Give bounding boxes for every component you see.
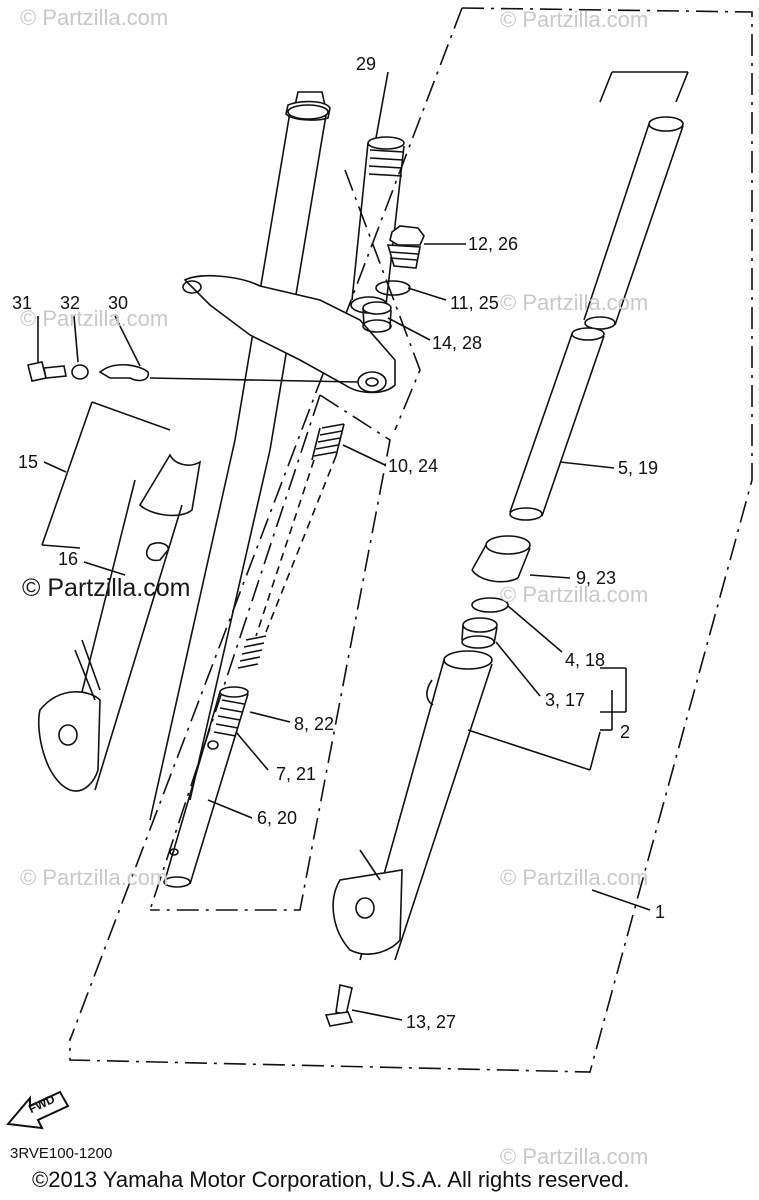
- callout-9-23: 9, 23: [576, 568, 617, 588]
- callout-15: 15: [18, 452, 39, 472]
- callout-14-28: 14, 28: [432, 333, 483, 353]
- callout-12-26: 12, 26: [468, 234, 519, 254]
- snap-ring: [471, 597, 509, 613]
- damper-rod: [163, 686, 249, 888]
- fwd-arrow-icon: [6, 1090, 70, 1130]
- callout-29: 29: [356, 54, 377, 74]
- watermark: © Partzilla.com: [500, 1144, 649, 1169]
- spring-connector: [255, 455, 337, 637]
- callout-10-24: 10, 24: [388, 456, 439, 476]
- callout-4-18: 4, 18: [565, 650, 606, 670]
- inner-tube-5: [509, 327, 605, 521]
- assembly-boundary-left: [69, 7, 463, 1041]
- watermark: © Partzilla.com: [500, 865, 649, 890]
- seal-3: [461, 617, 498, 649]
- callout-1: 1: [655, 902, 666, 922]
- washer-32: [71, 364, 89, 380]
- copyright: ©2013 Yamaha Motor Corporation, U.S.A. A…: [32, 1167, 630, 1192]
- inner-tube-upper: [583, 116, 684, 330]
- clip-30: [98, 364, 150, 382]
- oil-seal: [471, 535, 531, 583]
- callout-2: 2: [620, 722, 631, 742]
- callout-8-22: 8, 22: [294, 714, 335, 734]
- drain-bolt: [324, 984, 354, 1027]
- callout-6-20: 6, 20: [257, 808, 298, 828]
- callout-16: 16: [58, 549, 79, 569]
- callout-5-19: 5, 19: [618, 458, 659, 478]
- outer-tube-right: [332, 650, 493, 961]
- watermark: © Partzilla.com: [500, 290, 649, 315]
- callout-13-27: 13, 27: [406, 1012, 457, 1032]
- fill-group-boundary: [344, 169, 421, 431]
- assembly-boundary: [69, 7, 753, 1073]
- outer-tube-left: [38, 91, 331, 821]
- lower-bracket: [149, 274, 396, 394]
- damper-group-boundary: [150, 394, 391, 911]
- callout-31: 31: [12, 293, 33, 313]
- callout-11-25: 11, 25: [450, 293, 499, 313]
- watermark: © Partzilla.com: [20, 306, 169, 331]
- damper-group-left: [149, 394, 321, 911]
- watermark: © Partzilla.com: [500, 582, 649, 607]
- steering-stem: [350, 136, 405, 314]
- callout-32: 32: [60, 293, 81, 313]
- spring-upper: [311, 423, 345, 461]
- watermark-main: © Partzilla.com: [22, 574, 191, 602]
- spring-lower: [237, 635, 267, 669]
- watermark: © Partzilla.com: [500, 7, 649, 32]
- o-ring: [375, 280, 411, 296]
- callout-7-21: 7, 21: [276, 764, 317, 784]
- diagram-code: 3RVE100-1200: [10, 1145, 113, 1162]
- cap-bolt: [386, 225, 425, 269]
- bolt-31: [27, 361, 67, 382]
- callout-30: 30: [108, 293, 129, 313]
- collar: [362, 301, 392, 333]
- watermark: © Partzilla.com: [20, 5, 169, 30]
- watermark: © Partzilla.com: [20, 865, 169, 890]
- callout-3-17: 3, 17: [545, 690, 586, 710]
